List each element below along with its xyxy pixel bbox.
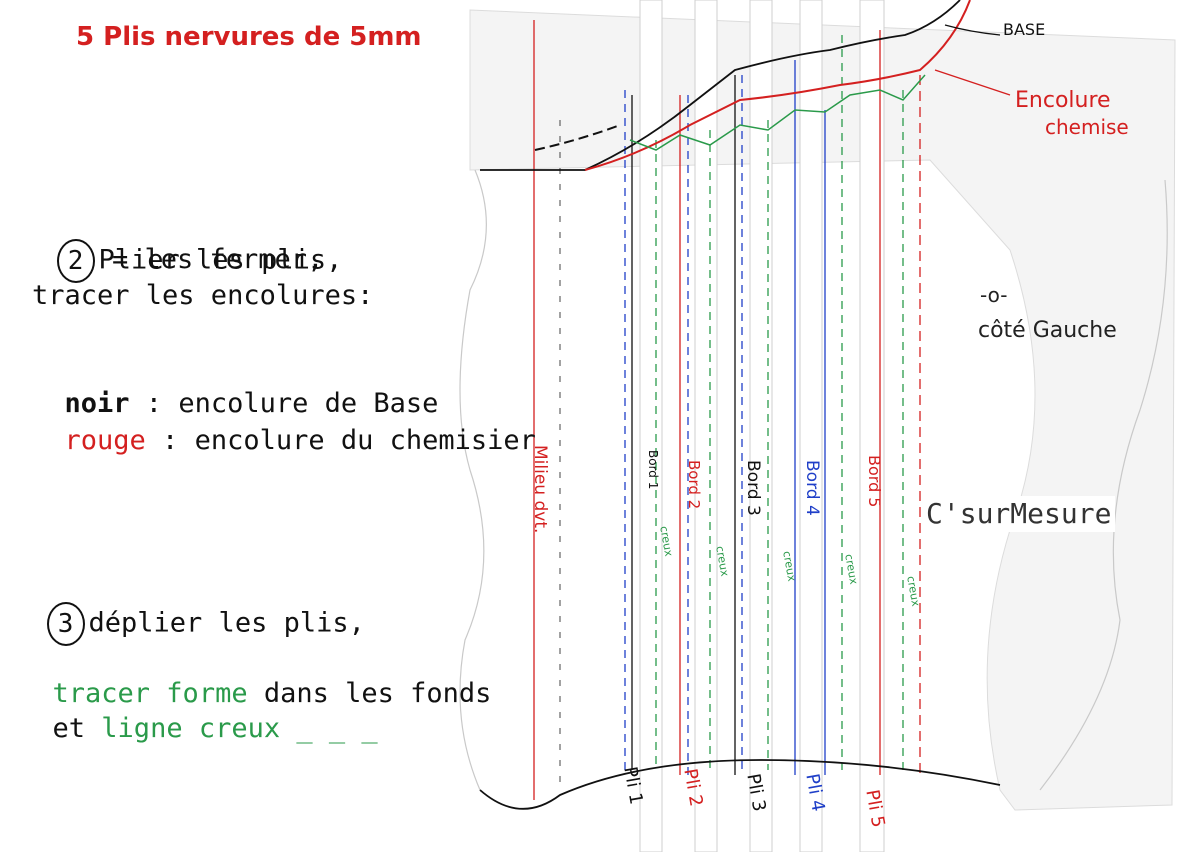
cote-label: côté Gauche	[978, 318, 1117, 343]
base-label: BASE	[1003, 20, 1046, 39]
step2-line2: = les fermer,	[112, 244, 324, 275]
step3-green-1: tracer forme	[52, 678, 248, 709]
legend-black: noir : encolure de Base	[32, 350, 439, 422]
step3-black-2: et	[52, 713, 102, 744]
step3-text-1: déplier les plis,	[88, 607, 365, 639]
legend-black-word: noir	[64, 388, 130, 419]
torn-edge-left	[459, 169, 487, 791]
step3-line2: tracer forme dans les fonds	[20, 640, 492, 712]
bord-label-5: Bord 5	[865, 455, 884, 508]
milieu-label: Milieu dvt.	[530, 445, 550, 534]
page-title: 5 Plis nervures de 5mm	[76, 22, 422, 52]
torn-edge-right	[1039, 179, 1168, 791]
legend-red-word: rouge	[64, 425, 146, 456]
encolure-label-1: Encolure	[1015, 88, 1111, 113]
bord-label-3: Bord 3	[743, 460, 763, 516]
watermark: C'surMesure	[922, 496, 1116, 532]
hem-curve	[479, 759, 1001, 810]
encolure-label-2: chemise	[1045, 115, 1129, 139]
bord-label-2: Bord 2	[685, 460, 703, 510]
bord-label-1: Bord 1	[646, 450, 660, 490]
legend-red: rouge : encolure du chemisier	[32, 387, 536, 459]
bord-label-4: Bord 4	[802, 460, 822, 516]
base-neckline	[480, 0, 961, 171]
cote-mark: -o-	[980, 283, 1008, 307]
step3-green-2: ligne creux _ _ _	[101, 713, 378, 744]
encolure-arrow	[934, 69, 1011, 96]
step3-number-badge: 3	[46, 602, 85, 646]
vertical-guides	[624, 30, 921, 775]
chemise-neckline	[584, 0, 971, 171]
base-arrow	[944, 24, 1001, 36]
step2-line3: tracer les encolures:	[32, 280, 374, 311]
step2-number-badge: 2	[56, 239, 95, 283]
step3-line3: et ligne creux _ _ _	[20, 675, 378, 747]
step2-text-1: Plier les plis,	[98, 244, 343, 276]
step3-black-1: dans les fonds	[247, 678, 492, 709]
green-zigzag	[629, 74, 926, 151]
legend-black-rest: : encolure de Base	[129, 388, 439, 419]
legend-red-rest: : encolure du chemisier	[145, 425, 536, 456]
